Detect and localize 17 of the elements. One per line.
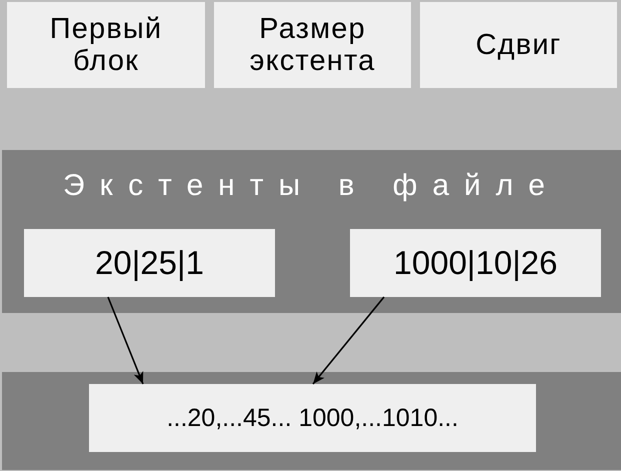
value-box [350,229,601,297]
box-label: Размер экстента [248,13,376,77]
box-label: Сдвиг [476,29,562,61]
box-label: 20|25|1 [95,245,204,281]
box-label: Первый блок [48,13,164,77]
box-label: ...20,...45... 1000,...1010... [166,403,458,433]
panel [2,372,621,470]
panel [2,150,621,313]
field-box [7,2,205,88]
field-box [420,2,617,88]
value-box [24,229,275,297]
box-label: 1000|10|26 [394,245,558,281]
arrow [312,296,385,384]
sequence-box [89,384,536,452]
field-box [214,2,411,88]
arrow [107,296,144,384]
panel-heading: Экстенты в файле [63,168,560,204]
